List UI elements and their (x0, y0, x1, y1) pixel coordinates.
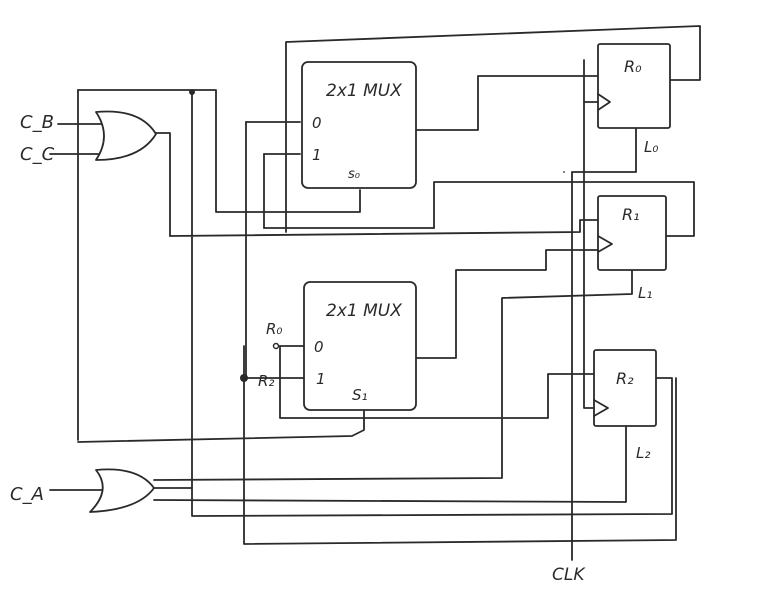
mux-1-in1: 1 (316, 370, 326, 388)
mux-0-in1: 1 (312, 146, 322, 164)
junction-dot (189, 89, 195, 95)
r2-wire-label: R₂ (258, 372, 274, 390)
register-r0: R₀ (597, 43, 671, 129)
register-r1-name: R₁ (622, 205, 640, 224)
wires (49, 25, 701, 561)
mux-0: 2x1 MUX 0 1 s₀ (301, 61, 417, 189)
register-r1: R₁ (597, 195, 667, 271)
input-cc-label: C_C (20, 144, 55, 165)
input-cb-label: C_B (20, 112, 54, 133)
register-r2-name: R₂ (616, 369, 634, 388)
junction-dot (240, 374, 248, 382)
load-l1-label: L₁ (638, 284, 652, 302)
input-ca-label: C_A (10, 484, 44, 505)
mux-0-title: 2x1 MUX (326, 81, 402, 101)
register-r0-name: R₀ (624, 57, 642, 76)
mux-0-in0: 0 (312, 114, 322, 132)
r0-wire-label: R₀ (266, 320, 282, 338)
or-gate-bottom (89, 468, 155, 513)
mux-1-in0: 0 (314, 338, 324, 356)
mux-0-select: s₀ (348, 167, 361, 182)
register-r2: R₂ (593, 349, 657, 427)
mux-1: 2x1 MUX 0 1 S₁ (303, 281, 417, 411)
or-gate-top (95, 110, 157, 161)
load-l2-label: L₂ (636, 444, 650, 462)
mux-1-title: 2x1 MUX (326, 301, 402, 321)
clk-label: CLK (552, 565, 586, 585)
mux-1-select: S₁ (352, 386, 368, 404)
load-l0-label: L₀ (644, 138, 658, 156)
junction-dot (272, 342, 280, 350)
